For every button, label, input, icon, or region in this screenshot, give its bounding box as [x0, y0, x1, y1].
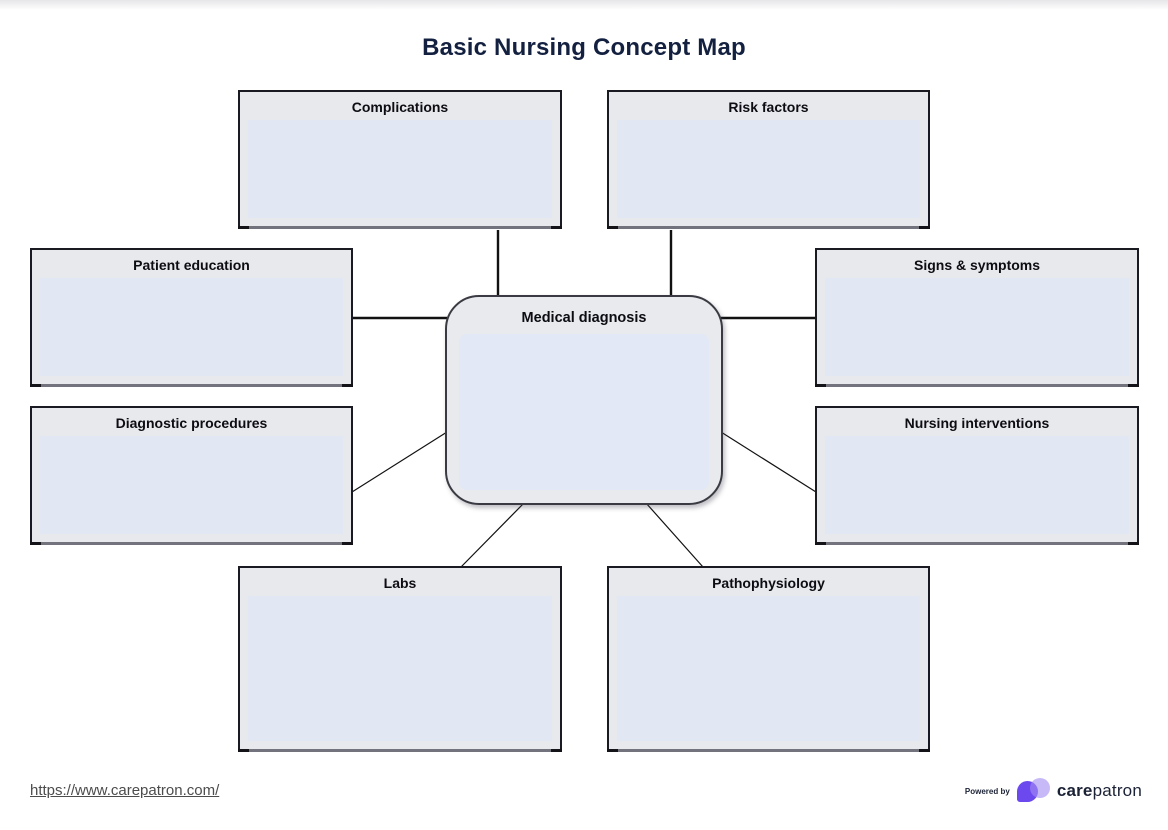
- logo-bubble-light: [1029, 778, 1050, 798]
- node-content-area: [825, 278, 1129, 376]
- node-risk-factors: Risk factors: [607, 90, 930, 229]
- powered-by-brand: Powered by carepatron: [965, 777, 1142, 805]
- center-node-label: Medical diagnosis: [521, 310, 647, 326]
- node-label: Patient education: [133, 257, 250, 273]
- node-pathophysiology: Pathophysiology: [607, 566, 930, 752]
- center-node-content-area: [459, 334, 709, 490]
- node-nursing-interventions: Nursing interventions: [815, 406, 1139, 545]
- carepatron-url-link[interactable]: https://www.carepatron.com/: [30, 782, 220, 799]
- node-label: Nursing interventions: [904, 415, 1050, 431]
- carepatron-wordmark: carepatron: [1057, 781, 1142, 801]
- node-content-area: [40, 278, 343, 376]
- node-content-area: [248, 596, 552, 741]
- connector-diagnostic-procedures: [351, 431, 448, 493]
- node-patient-education: Patient education: [30, 248, 353, 387]
- node-complications: Complications: [238, 90, 562, 229]
- connector-labs: [460, 502, 525, 568]
- powered-by-label: Powered by: [964, 786, 1010, 796]
- carepatron-logo-icon: [1016, 777, 1052, 805]
- node-content-area: [617, 120, 920, 218]
- connector-nursing-interventions: [720, 431, 817, 493]
- node-label: Risk factors: [728, 99, 809, 115]
- node-label: Labs: [383, 575, 417, 591]
- top-fade-strip: [0, 0, 1168, 10]
- node-content-area: [248, 120, 552, 218]
- node-medical-diagnosis: Medical diagnosis: [445, 295, 723, 505]
- wordmark-patron: patron: [1092, 781, 1142, 800]
- node-diagnostic-procedures: Diagnostic procedures: [30, 406, 353, 545]
- node-label: Complications: [351, 99, 449, 115]
- node-content-area: [617, 596, 920, 741]
- node-content-area: [40, 436, 343, 534]
- node-labs: Labs: [238, 566, 562, 752]
- wordmark-care: care: [1056, 781, 1093, 800]
- node-content-area: [825, 436, 1129, 534]
- node-label: Diagnostic procedures: [115, 415, 268, 431]
- node-label: Pathophysiology: [712, 575, 825, 591]
- node-signs-symptoms: Signs & symptoms: [815, 248, 1139, 387]
- page-title: Basic Nursing Concept Map: [422, 34, 746, 61]
- node-label: Signs & symptoms: [913, 257, 1041, 273]
- connector-pathophysiology: [645, 502, 704, 568]
